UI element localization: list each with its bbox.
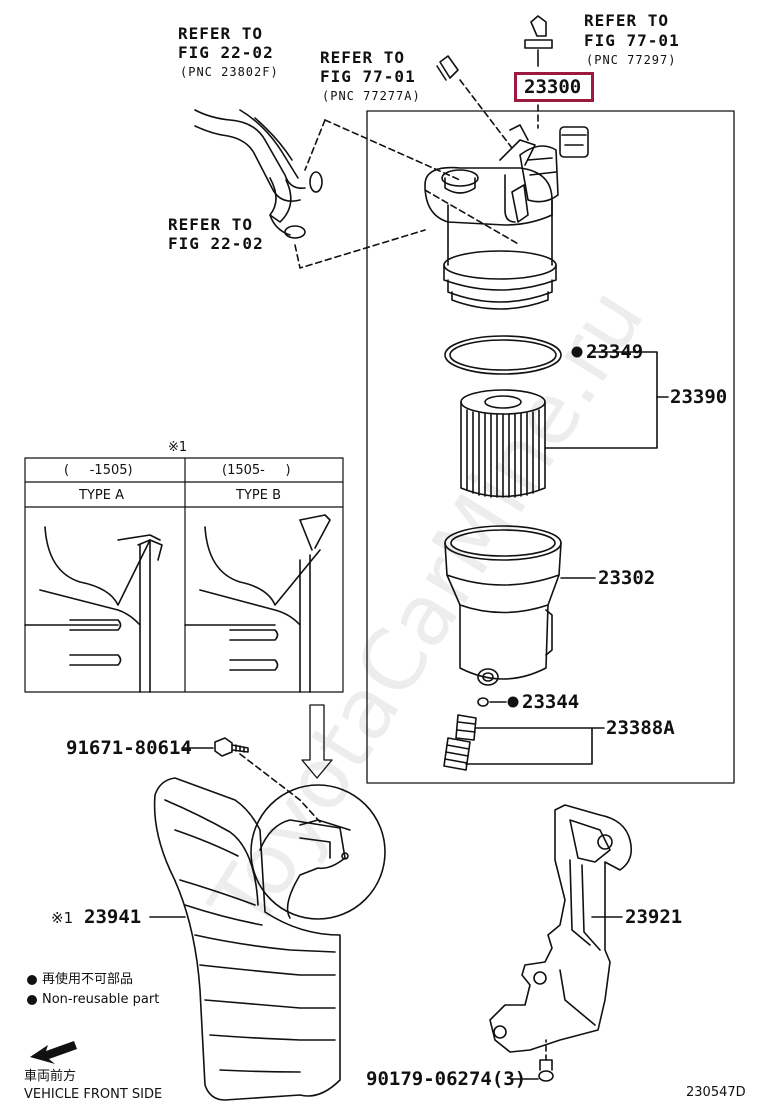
ref-77-01-mid-line1[interactable]: REFER TO — [320, 48, 406, 67]
ref-22-02-top-line1[interactable]: REFER TO — [178, 24, 264, 43]
detail-bracket — [259, 819, 351, 919]
ref-77-01-right-line1[interactable]: REFER TO — [584, 11, 670, 30]
cover-23941 — [153, 777, 341, 1101]
ref-22-02-low-line1[interactable]: REFER TO — [168, 215, 254, 234]
figure-id: 230547D — [686, 1085, 746, 1100]
part-23388A[interactable]: 23388A — [606, 717, 675, 739]
ref-77-01-mid-line2[interactable]: FIG 77-01 — [320, 67, 416, 86]
part-23344[interactable]: 23344 — [522, 691, 580, 713]
direction-en: VEHICLE FRONT SIDE — [24, 1087, 163, 1102]
ref-77-01-mid-pnc: (PNC 77277A) — [322, 89, 421, 103]
nonreusable-dot-23349 — [571, 346, 583, 358]
legend-dot-2 — [27, 995, 37, 1005]
part-23300[interactable]: 23300 — [524, 76, 582, 98]
part-91671-80614[interactable]: 91671-80614 — [66, 737, 192, 759]
ref-77-01-right-line2[interactable]: FIG 77-01 — [584, 31, 680, 50]
ref-22-02-top-pnc: (PNC 23802F) — [180, 65, 279, 79]
detail-circle — [250, 784, 386, 920]
connector-fig77-01-mid — [436, 55, 459, 81]
bolt-90179 — [538, 1059, 554, 1082]
view-arrow — [301, 704, 333, 779]
bracket-23921 — [489, 804, 633, 1053]
connector-fig77-01-right — [524, 15, 553, 67]
table-col-a-type: TYPE A — [79, 488, 124, 503]
part-23390[interactable]: 23390 — [670, 386, 728, 408]
hose-assembly — [194, 109, 323, 239]
type-b-sketch — [184, 514, 331, 693]
bolt-91671 — [214, 737, 249, 757]
table-col-a-range: ( -1505) — [64, 463, 133, 478]
o-ring-23349 — [444, 335, 562, 375]
filter-element-23390 — [460, 389, 546, 498]
part-23941[interactable]: 23941 — [84, 906, 142, 928]
legend-dot-1 — [27, 975, 37, 985]
legend-nonreusable-jp: 再使用不可部品 — [42, 972, 134, 987]
ref-22-02-top-line2[interactable]: FIG 22-02 — [178, 43, 274, 62]
type-a-sketch — [24, 526, 163, 693]
selected-part-highlight[interactable] — [514, 72, 594, 102]
nonreusable-dot-23344 — [507, 696, 519, 708]
filter-housing-23300 — [424, 124, 589, 310]
bowl-23302 — [444, 525, 562, 686]
part-90179-06274[interactable]: 90179-06274(3) — [366, 1068, 527, 1090]
part-23302[interactable]: 23302 — [598, 567, 656, 589]
drain-plug-23388A — [443, 697, 489, 771]
table-note-mark: ※1 — [168, 440, 188, 455]
part-23349[interactable]: 23349 — [586, 341, 644, 363]
type-table — [24, 457, 344, 693]
table-col-b-type: TYPE B — [236, 488, 281, 503]
part-23941-note-mark: ※1 — [51, 909, 74, 927]
ref-22-02-low-line2[interactable]: FIG 22-02 — [168, 234, 264, 253]
direction-jp: 車両前方 — [24, 1069, 77, 1084]
part-23921[interactable]: 23921 — [625, 906, 683, 928]
table-col-b-range: (1505- ) — [222, 463, 291, 478]
ref-77-01-right-pnc: (PNC 77297) — [586, 53, 677, 67]
assembly-frame — [366, 110, 735, 784]
legend-nonreusable-en: Non-reusable part — [42, 992, 160, 1007]
front-arrow-icon — [30, 1041, 77, 1064]
